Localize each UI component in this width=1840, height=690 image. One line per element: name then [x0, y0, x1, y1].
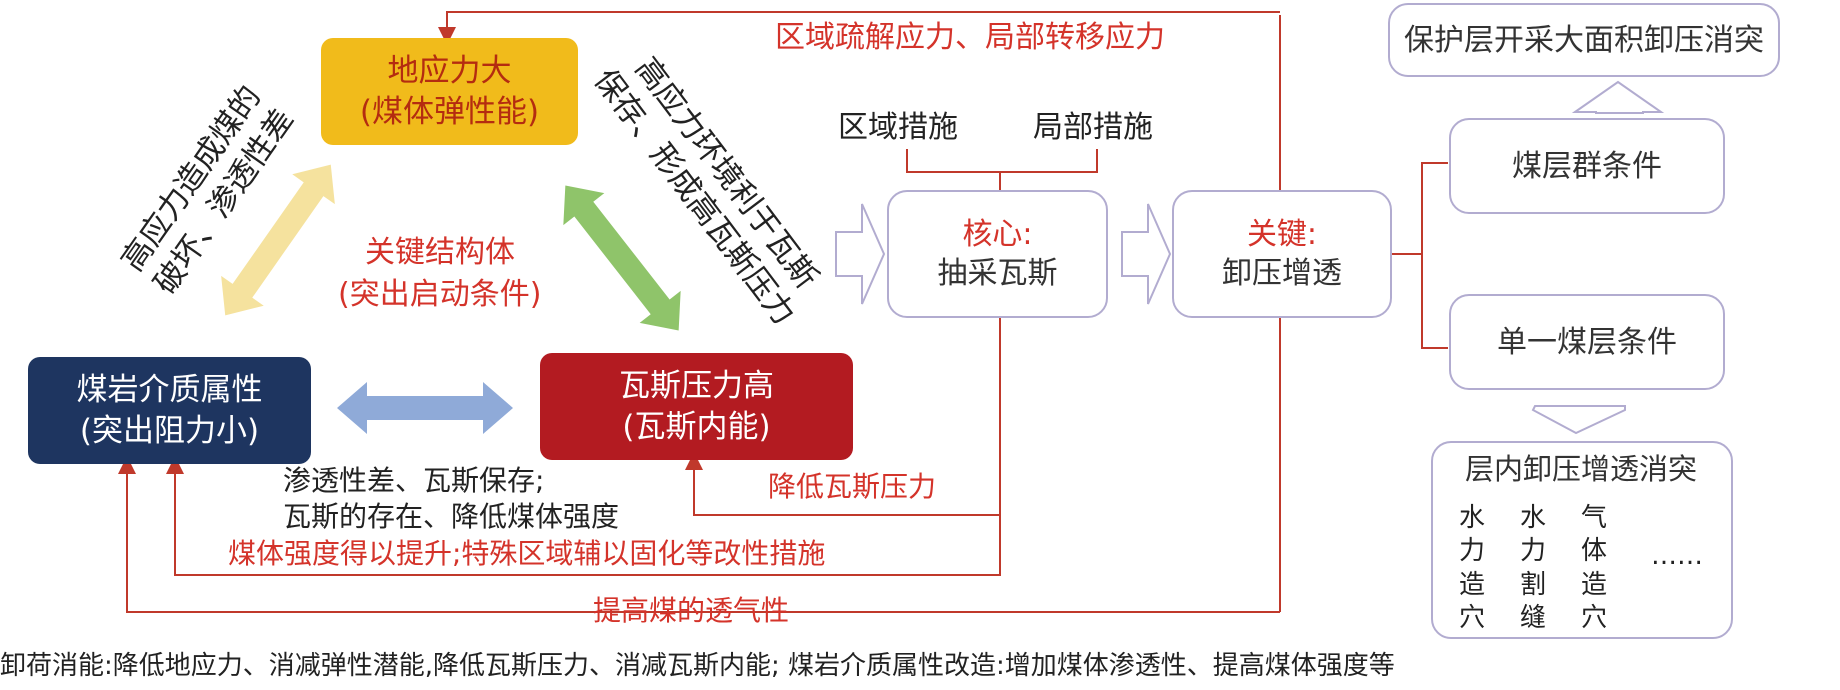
- in-layer-title: 层内卸压增透消突: [1465, 452, 1698, 486]
- center-label-line2: (突出启动条件): [338, 277, 542, 312]
- blue-double-arrow: [337, 382, 513, 434]
- node-in-layer-relief: 层内卸压增透消突 水 力 造 穴 水 力 割 缝 气 体 造 穴 ……: [1431, 441, 1733, 639]
- node-core-line1: 核心:: [962, 217, 1033, 252]
- hollow-arrow-down: [1531, 405, 1626, 435]
- col1-char4: 穴: [1459, 602, 1486, 633]
- yellow-double-arrow: [221, 164, 335, 316]
- node-key-line2: 卸压增透: [1222, 256, 1342, 291]
- hollow-arrow-up: [1571, 80, 1665, 114]
- node-ground-stress-line2: (煤体弹性能): [359, 93, 540, 130]
- node-core-gas-drainage: 核心: 抽采瓦斯: [887, 190, 1108, 318]
- node-seam-group-label: 煤层群条件: [1512, 148, 1662, 184]
- node-key-line1: 关键:: [1246, 217, 1318, 252]
- node-coal-rock-line2: (突出阻力小): [79, 412, 260, 449]
- measures-bracket: [906, 149, 1098, 190]
- node-key-pressure-relief: 关键: 卸压增透: [1172, 190, 1392, 318]
- node-gas-pressure-line2: (瓦斯内能): [622, 408, 771, 445]
- reduce-gas-arrow: [685, 452, 1000, 516]
- permeability-feedback-arrow: [118, 456, 1280, 613]
- col2-char2: 力: [1520, 536, 1547, 567]
- top-feedback-label: 区域疏解应力、局部转移应力: [775, 20, 1165, 55]
- node-core-line2: 抽采瓦斯: [937, 256, 1058, 291]
- hollow-arrow-to-core: [835, 203, 886, 305]
- reduce-gas-label: 降低瓦斯压力: [768, 470, 937, 503]
- conditions-bracket: [1392, 162, 1448, 349]
- node-seam-group: 煤层群条件: [1449, 118, 1725, 214]
- node-gas-pressure: 瓦斯压力高 (瓦斯内能): [540, 353, 853, 460]
- col3-char4: 穴: [1581, 602, 1608, 633]
- col2-char1: 水: [1520, 503, 1547, 533]
- node-coal-rock-line1: 煤岩介质属性: [76, 372, 263, 409]
- in-layer-col-1: 水 力 造 穴: [1459, 502, 1485, 635]
- node-protective-layer: 保护层开采大面积卸压消突: [1388, 3, 1780, 77]
- col1-char1: 水: [1459, 503, 1486, 533]
- center-label-line1: 关键结构体: [365, 235, 515, 270]
- hollow-arrow-to-key: [1121, 203, 1172, 305]
- node-coal-rock-properties: 煤岩介质属性 (突出阻力小): [28, 357, 311, 464]
- col1-char2: 力: [1459, 536, 1486, 567]
- node-ground-stress-line1: 地应力大: [387, 53, 512, 90]
- node-single-seam: 单一煤层条件: [1449, 294, 1725, 390]
- bottom-note-line1: 渗透性差、瓦斯保存;: [283, 464, 545, 497]
- local-measure-label: 局部措施: [1033, 110, 1153, 145]
- node-gas-pressure-line1: 瓦斯压力高: [619, 368, 774, 405]
- footer-note: 卸荷消能:降低地应力、消减弹性潜能,降低瓦斯压力、消减瓦斯内能; 煤岩介质属性改…: [0, 651, 1395, 681]
- bottom-note-line2: 瓦斯的存在、降低煤体强度: [283, 500, 620, 533]
- col3-char3: 造: [1581, 569, 1608, 600]
- permeability-label: 提高煤的透气性: [593, 594, 790, 627]
- green-double-arrow: [563, 185, 681, 331]
- node-ground-stress: 地应力大 (煤体弹性能): [321, 38, 578, 145]
- in-layer-col-3: 气 体 造 穴: [1581, 502, 1607, 635]
- region-measure-label: 区域措施: [838, 110, 958, 145]
- col3-char2: 体: [1581, 536, 1608, 567]
- col1-char3: 造: [1459, 569, 1486, 600]
- node-single-seam-label: 单一煤层条件: [1497, 324, 1677, 360]
- in-layer-ellipsis: ……: [1651, 541, 1703, 571]
- strength-feedback-arrow: [166, 318, 1001, 576]
- in-layer-col-2: 水 力 割 缝: [1520, 502, 1546, 635]
- col3-char1: 气: [1581, 503, 1608, 533]
- node-protective-layer-label: 保护层开采大面积卸压消突: [1404, 22, 1764, 58]
- col2-char3: 割: [1520, 569, 1547, 600]
- strength-label: 煤体强度得以提升;特殊区域辅以固化等改性措施: [228, 537, 826, 570]
- col2-char4: 缝: [1520, 602, 1547, 633]
